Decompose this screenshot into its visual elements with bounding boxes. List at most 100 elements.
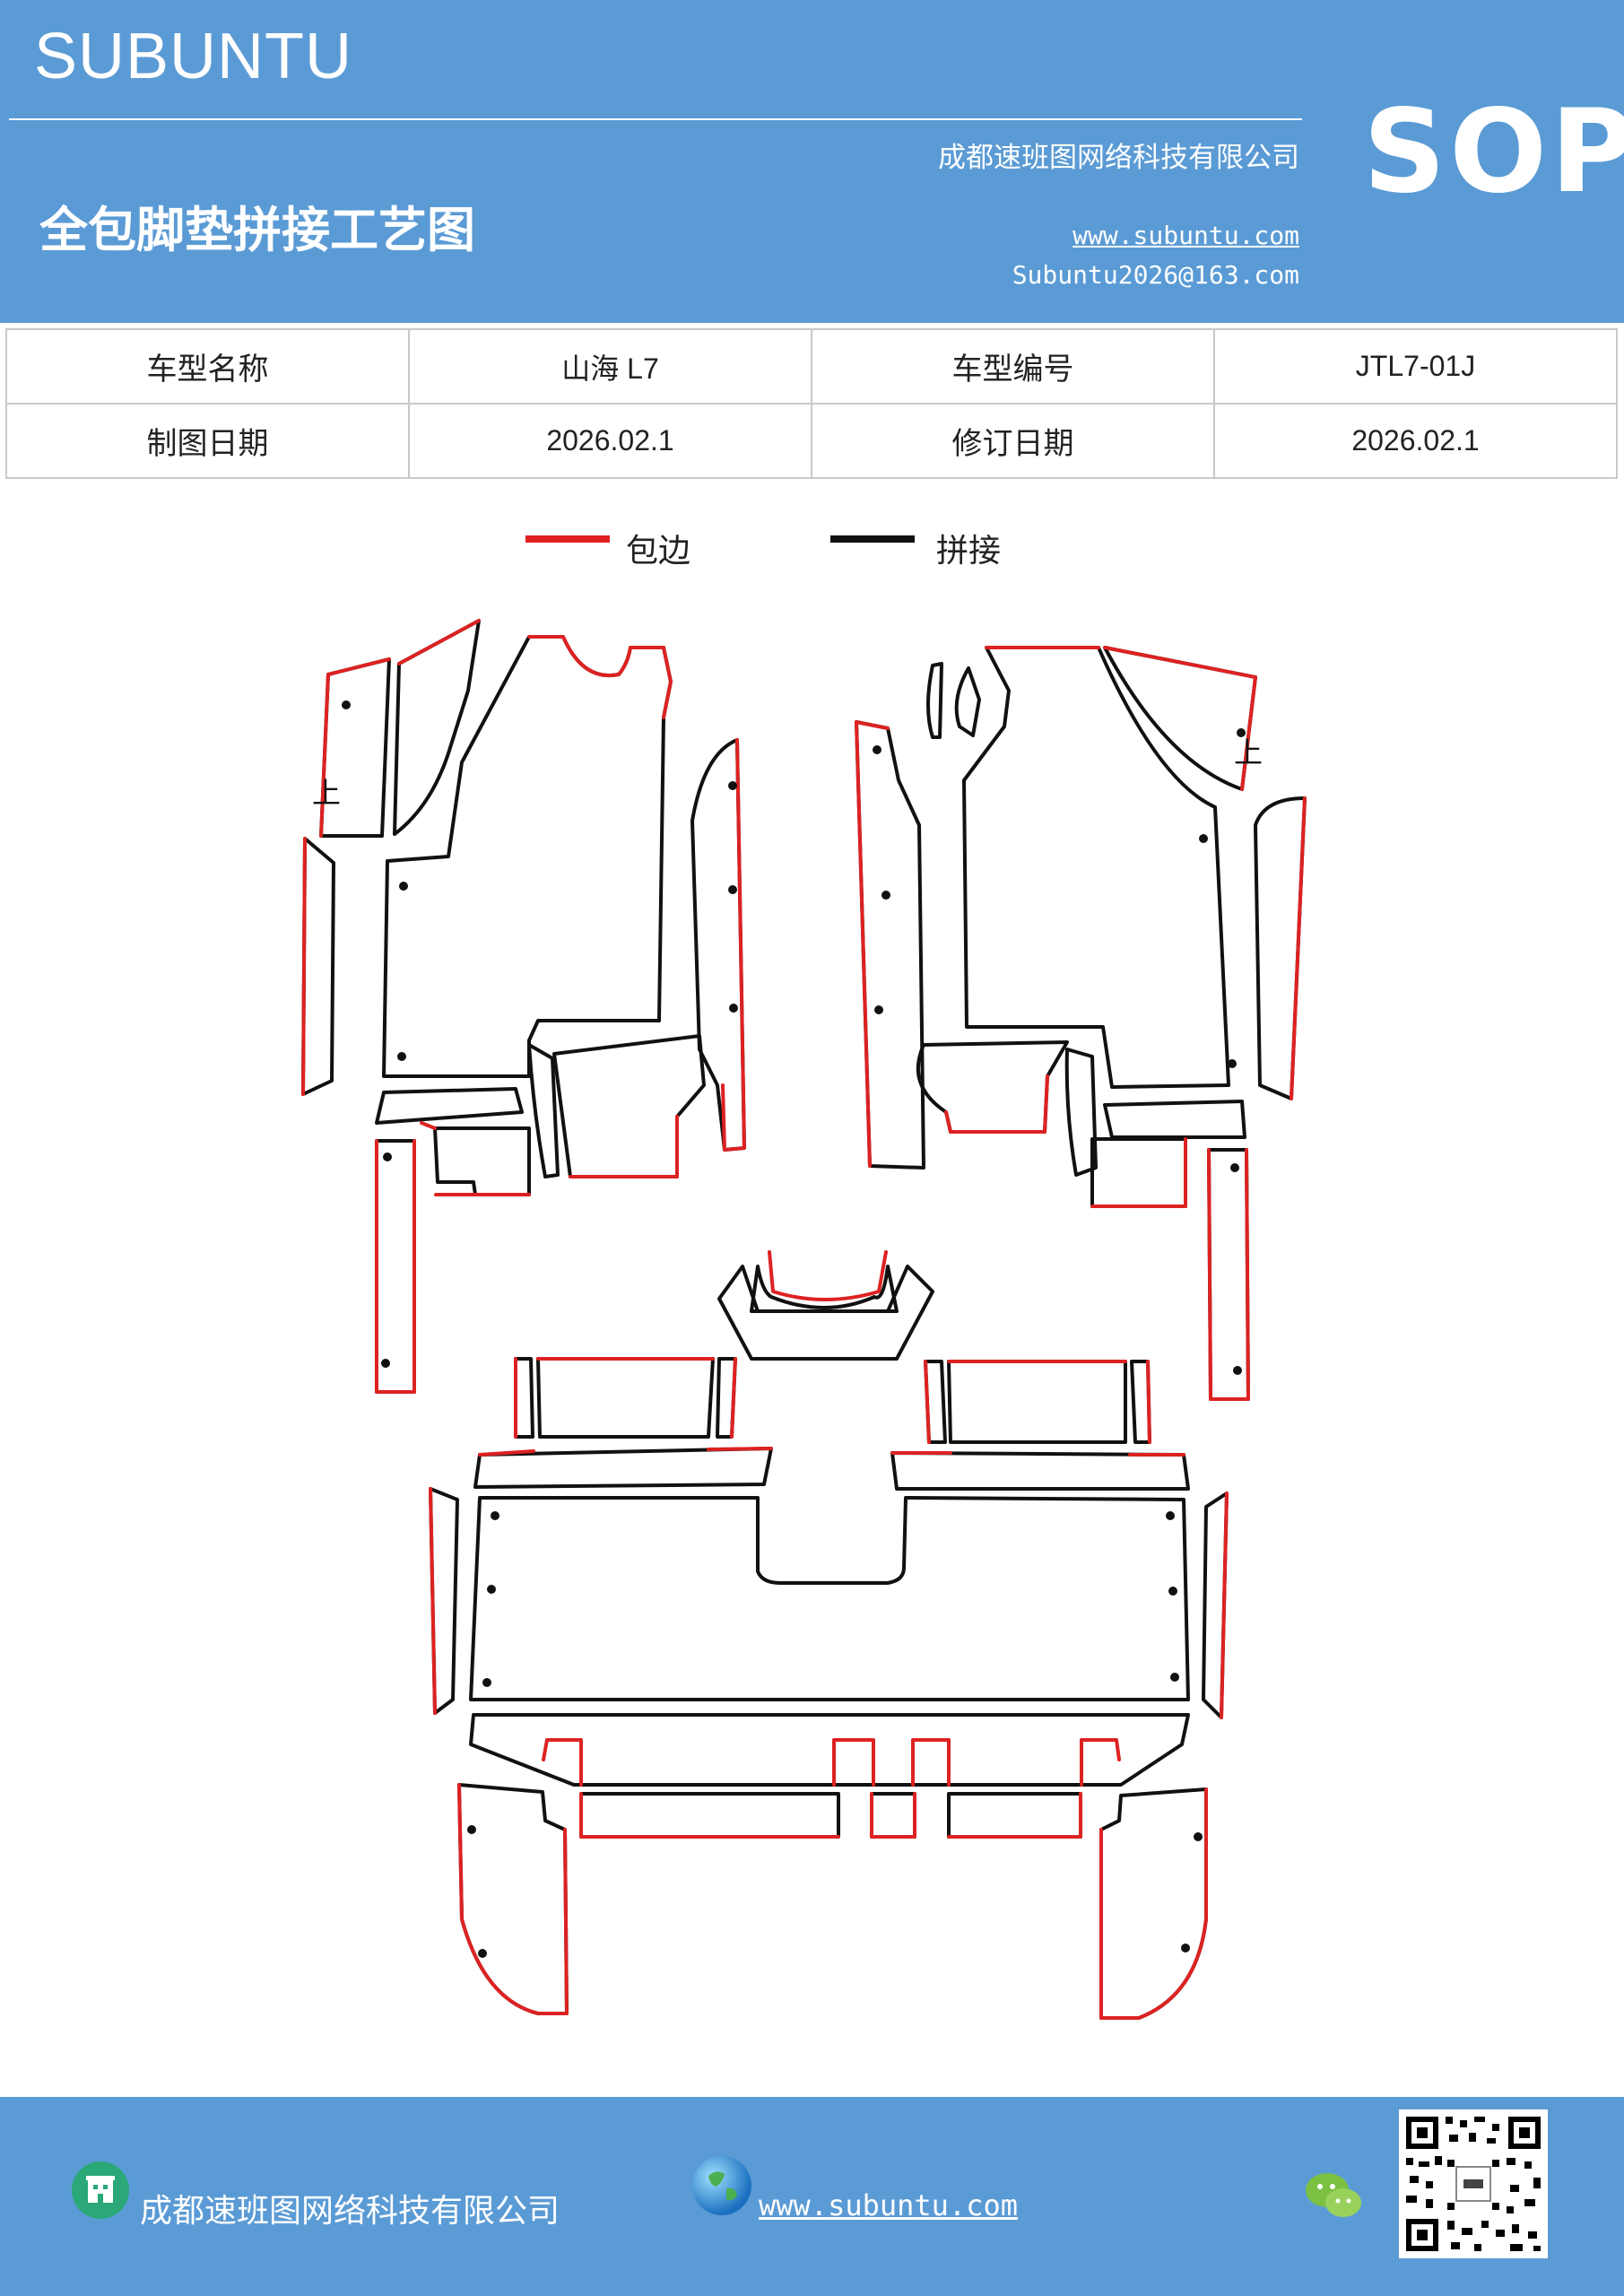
mat-piece <box>717 1265 934 1361</box>
mat-piece <box>1103 646 1257 791</box>
floor-mat-pattern-diagram: 上 <box>301 619 1307 2020</box>
mat-piece <box>536 1357 715 1439</box>
mat-hole <box>1237 728 1246 737</box>
mat-hole <box>467 1825 476 1834</box>
mat-hole <box>342 700 351 709</box>
document-title: 全包脚垫拼接工艺图 <box>39 201 475 258</box>
model-code-label: 车型编号 <box>811 328 1215 404</box>
mat-piece <box>527 1043 560 1178</box>
mat-piece <box>1090 1137 1187 1208</box>
mat-piece <box>924 1360 931 1444</box>
legend-join-swatch <box>830 535 915 543</box>
mat-piece <box>1103 1100 1246 1139</box>
mat-piece <box>855 720 890 1168</box>
table-row: 制图日期 2026.02.1 修订日期 2026.02.1 <box>5 403 1618 479</box>
mat-piece <box>1207 1148 1250 1401</box>
mat-hole <box>478 1949 487 1958</box>
mat-hole <box>874 1005 883 1014</box>
mat-hole <box>881 891 890 900</box>
qr-code-graphic <box>1406 2117 1541 2251</box>
draw-date-label: 制图日期 <box>5 403 410 479</box>
mat-hole <box>381 1359 390 1368</box>
mat-piece <box>319 657 391 838</box>
mat-piece <box>1290 796 1307 1100</box>
mat-piece <box>1064 1048 1098 1177</box>
mat-hole <box>873 745 881 754</box>
mat-hole <box>1181 1944 1190 1952</box>
draw-date-value: 2026.02.1 <box>408 403 812 479</box>
globe-icon <box>692 2156 751 2215</box>
info-table: 车型名称 山海 L7 车型编号 JTL7-01J 制图日期 2026.02.1 … <box>5 328 1618 479</box>
mat-hole <box>487 1585 496 1594</box>
mat-piece <box>382 635 673 1078</box>
mat-piece <box>397 619 481 665</box>
mat-piece <box>473 1447 773 1489</box>
mat-hole <box>1230 1163 1239 1172</box>
mat-piece <box>393 619 481 836</box>
mat-piece <box>433 1126 531 1196</box>
mat-piece <box>457 1783 569 2015</box>
qr-code[interactable] <box>1399 2109 1548 2258</box>
table-row: 车型名称 山海 L7 车型编号 JTL7-01J <box>5 328 1618 404</box>
mat-hole <box>397 1052 406 1061</box>
mat-piece <box>947 1792 1082 1839</box>
mat-piece <box>1254 796 1307 1100</box>
mat-piece <box>579 1792 840 1839</box>
mat-piece <box>527 635 673 719</box>
footer-bar: 成都速班图网络科技有限公司 www.subuntu.com <box>0 2097 1624 2296</box>
mat-piece <box>1090 1137 1187 1208</box>
left-front-mat-group: 上 <box>301 619 746 1394</box>
mat-hole <box>482 1678 491 1687</box>
mat-hole <box>729 1004 738 1013</box>
mat-piece <box>1103 646 1257 791</box>
mat-piece <box>947 1360 1127 1444</box>
header-email: Subuntu2026@163.com <box>1012 260 1299 290</box>
footer-website-link[interactable]: www.subuntu.com <box>759 2188 1018 2222</box>
header-company: 成都速班图网络科技有限公司 <box>938 142 1299 174</box>
mat-hole <box>491 1511 499 1520</box>
mat-piece <box>926 662 943 739</box>
footer-company: 成都速班图网络科技有限公司 <box>140 2193 560 2230</box>
revise-date-value: 2026.02.1 <box>1213 403 1618 479</box>
mat-piece <box>542 1738 1121 1787</box>
right-front-mat-group: 上 <box>855 646 1307 1401</box>
mat-piece <box>469 1713 1190 1787</box>
legend-edge-label: 包边 <box>626 533 691 570</box>
third-row-group <box>457 1713 1208 2020</box>
model-name-value: 山海 L7 <box>408 328 812 404</box>
mat-piece <box>954 666 981 737</box>
header-website-link[interactable]: www.subuntu.com <box>1073 221 1299 250</box>
mat-piece <box>552 1034 706 1178</box>
mat-piece <box>429 1487 437 1715</box>
mat-piece <box>375 1087 524 1125</box>
mat-piece <box>944 1074 1049 1134</box>
mat-hole <box>383 1152 392 1161</box>
mat-piece <box>768 1250 888 1301</box>
second-row-group <box>429 1357 1229 1719</box>
mat-piece <box>301 837 335 1096</box>
mat-piece <box>890 1451 1185 1457</box>
mat-piece <box>375 1139 416 1394</box>
mat-piece <box>1220 1492 1229 1719</box>
mat-piece <box>375 1139 416 1394</box>
mat-hole <box>728 781 737 790</box>
legend-edge-swatch <box>525 535 610 543</box>
mat-hole <box>728 885 737 894</box>
mat-piece <box>420 1121 531 1196</box>
mat-piece <box>1146 1360 1151 1444</box>
mat-piece <box>457 1783 569 2015</box>
mat-piece <box>721 738 746 1152</box>
model-code-value: JTL7-01J <box>1213 328 1618 404</box>
building-icon <box>72 2161 129 2219</box>
mat-piece <box>690 738 746 1152</box>
mat-piece <box>962 646 1230 1089</box>
mat-piece <box>1099 1787 1208 2020</box>
mat-piece <box>1099 1787 1208 2020</box>
mat-piece <box>947 1792 1082 1839</box>
mat-piece <box>870 1792 916 1839</box>
mat-piece <box>1207 1148 1250 1401</box>
mat-hole <box>1166 1511 1175 1520</box>
mat-piece <box>514 1357 534 1439</box>
mat-piece <box>569 1115 679 1178</box>
up-mark-right: 上 <box>1234 735 1263 770</box>
